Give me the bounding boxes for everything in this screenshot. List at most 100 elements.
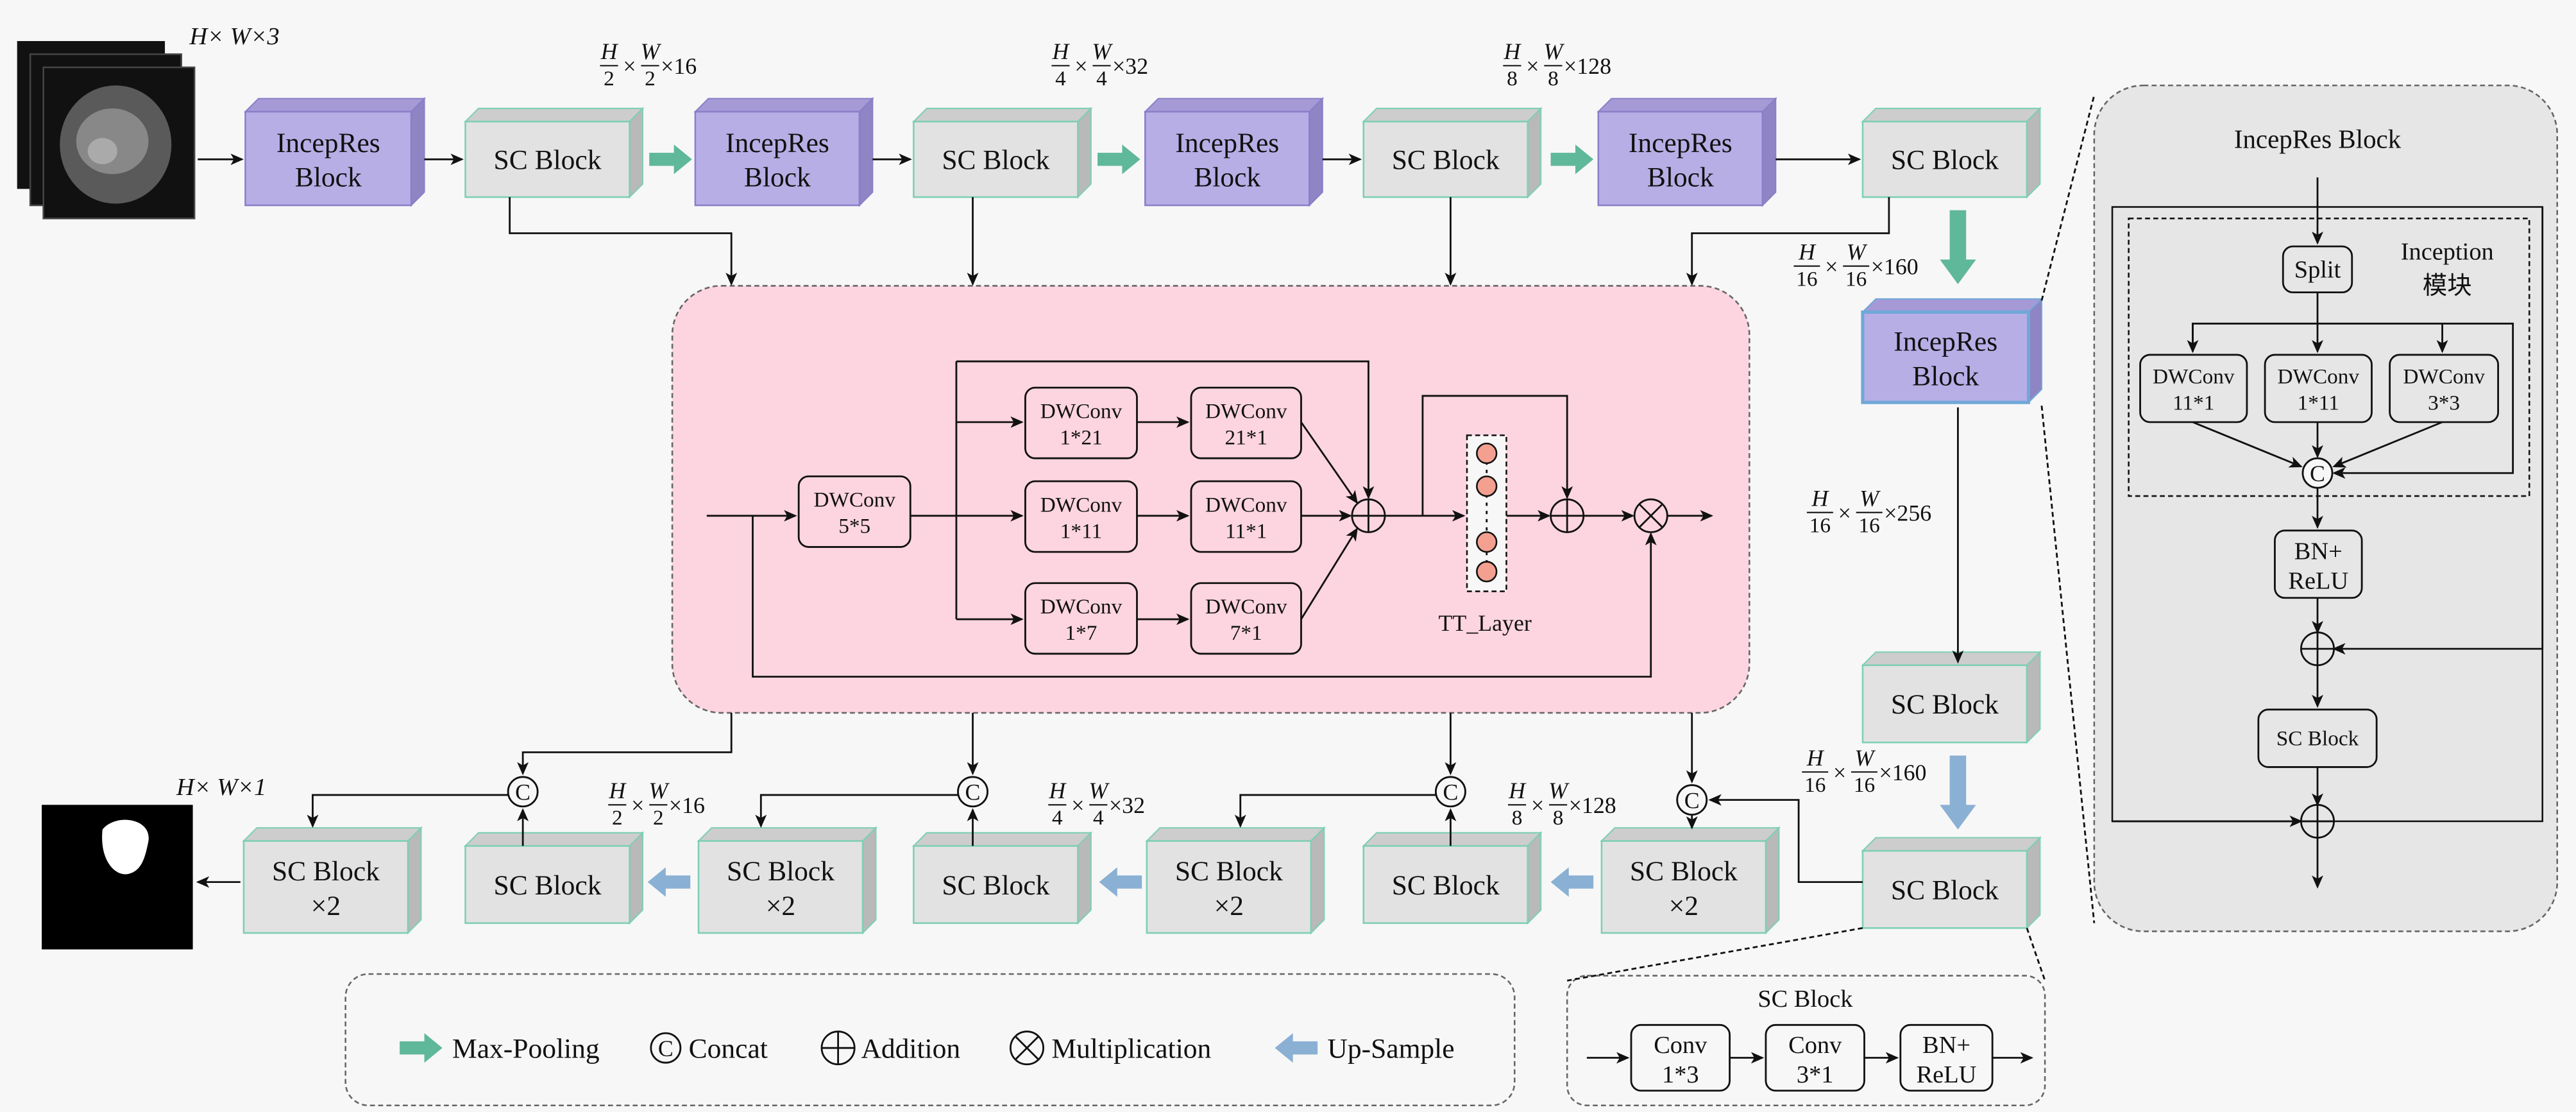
- sc-block-bottleneck-1: SC Block: [1861, 650, 2042, 744]
- max-pool-arrow-1: [649, 144, 692, 175]
- concat-symbol: C: [2310, 461, 2325, 486]
- sc-block-dec-2: SC Block: [464, 831, 645, 925]
- dim-label-dec-4: H4×W4×32: [1048, 778, 1145, 830]
- concat-symbol: C: [1443, 780, 1458, 805]
- times-sign: ×: [1074, 53, 1087, 79]
- fraction-denominator: 16: [1796, 267, 1817, 291]
- concat-circle: [650, 1032, 682, 1064]
- dim-label-enc-16-160: H16×W16×160: [1793, 239, 1919, 291]
- legend-up-sample-arrow: [1275, 1033, 1318, 1063]
- block-top-face: [464, 107, 645, 123]
- sc-block-x2-dec-4: SC Block ×2: [1600, 826, 1781, 935]
- block-label: SC Block: [1175, 856, 1283, 887]
- box-kernel-label: 7*1: [1230, 621, 1262, 645]
- block-label: ×2: [311, 891, 341, 921]
- fraction-denominator: 16: [1845, 267, 1867, 291]
- thick-arrow-shape: [649, 144, 692, 175]
- inception-module-frame: [2128, 218, 2530, 497]
- sc-block-enc-4: SC Block: [1861, 107, 2042, 199]
- fraction-denominator: 4: [1096, 67, 1107, 90]
- thick-arrow-shape: [1099, 867, 1142, 897]
- block-front-face: [1362, 121, 1529, 198]
- box-kernel-label: ReLU: [1917, 1061, 1977, 1088]
- box-outline: [2264, 354, 2373, 423]
- concat-node-2: C: [957, 776, 988, 808]
- sc-block-x2-dec-1: SC Block×2: [242, 826, 423, 935]
- block-side-face: [1309, 97, 1323, 207]
- fraction-denominator: 8: [1553, 806, 1564, 830]
- block-side-face: [2028, 297, 2042, 404]
- block-side-face: [2026, 836, 2041, 930]
- block-label: ×2: [766, 891, 795, 921]
- sc-block-dec-4: SC Block: [1362, 831, 1543, 925]
- block-front-face: [913, 121, 1079, 198]
- tt-layer: [1466, 434, 1507, 592]
- concat-circle: [507, 776, 539, 808]
- times-sign: ×: [1531, 792, 1544, 818]
- fraction-numerator: H: [1052, 38, 1071, 64]
- fraction-numerator: W: [1855, 745, 1876, 771]
- mscm-connections: [706, 360, 1713, 678]
- fraction-denominator: 2: [612, 806, 623, 830]
- box-label: Split: [2294, 257, 2341, 284]
- box-label: DWConv: [2403, 365, 2485, 389]
- concat-circle: [2301, 457, 2334, 489]
- block-top-face: [1597, 98, 1777, 113]
- fraction-numerator: W: [641, 38, 662, 64]
- box-label: DWConv: [1205, 399, 1287, 423]
- tt-layer-label: TT_Layer: [1439, 610, 1532, 636]
- concat-circle: [1676, 784, 1708, 816]
- decoder-connections: [196, 712, 1863, 888]
- box-kernel-label: 11*1: [1225, 519, 1267, 543]
- box-kernel-label: 21*1: [1224, 425, 1267, 449]
- block-label: Block: [744, 162, 811, 193]
- block-top-face: [697, 827, 877, 842]
- legend-max-pooling: Max-Pooling: [452, 1034, 600, 1065]
- box-label: BN+: [2294, 538, 2343, 565]
- block-label: SC Block: [727, 856, 835, 887]
- dim-label-enc-4: H4×W4×32: [1051, 38, 1148, 90]
- legend-concat: Concat: [689, 1034, 768, 1065]
- block-label: SC Block: [1891, 875, 1999, 906]
- fraction-numerator: H: [608, 778, 627, 803]
- box-label: DWConv: [1205, 493, 1287, 517]
- block-label: ×2: [1669, 891, 1699, 921]
- block-front-face: [1861, 850, 2028, 929]
- block-front-face: [464, 845, 631, 924]
- box-label: DWConv: [1205, 595, 1287, 619]
- sc-block-enc-1: SC Block: [464, 107, 645, 199]
- block-side-face: [2026, 650, 2041, 744]
- channel-count: ×16: [669, 792, 705, 818]
- inception-addition-node-2: [2300, 803, 2335, 839]
- block-front-face: [1597, 110, 1764, 207]
- fraction-numerator: H: [1811, 485, 1829, 511]
- times-sign: ×: [631, 792, 644, 818]
- legend-panel: [344, 973, 1516, 1107]
- block-label: IncepRes: [725, 128, 829, 158]
- block-top-face: [242, 827, 423, 842]
- box-label: DWConv: [1040, 493, 1123, 517]
- cross-stroke: [1014, 1036, 1040, 1061]
- block-label: SC Block: [1630, 856, 1738, 887]
- thick-arrow-shape: [647, 867, 691, 897]
- block-front-face: [1146, 840, 1312, 934]
- channel-count: ×160: [1879, 760, 1927, 785]
- block-label: SC Block: [494, 145, 602, 176]
- channel-count: ×32: [1109, 792, 1145, 818]
- tt-node: [1476, 561, 1498, 583]
- inception-bn-relu: BN+ReLU: [2274, 529, 2363, 599]
- thick-arrow-shape: [1940, 210, 1976, 284]
- fraction-denominator: 8: [1548, 67, 1559, 90]
- thick-arrow-shape: [1940, 755, 1976, 830]
- box-kernel-label: 1*3: [1662, 1061, 1699, 1088]
- block-front-face: [697, 840, 864, 934]
- block-front-face: [1861, 664, 2028, 744]
- block-side-face: [2026, 107, 2041, 199]
